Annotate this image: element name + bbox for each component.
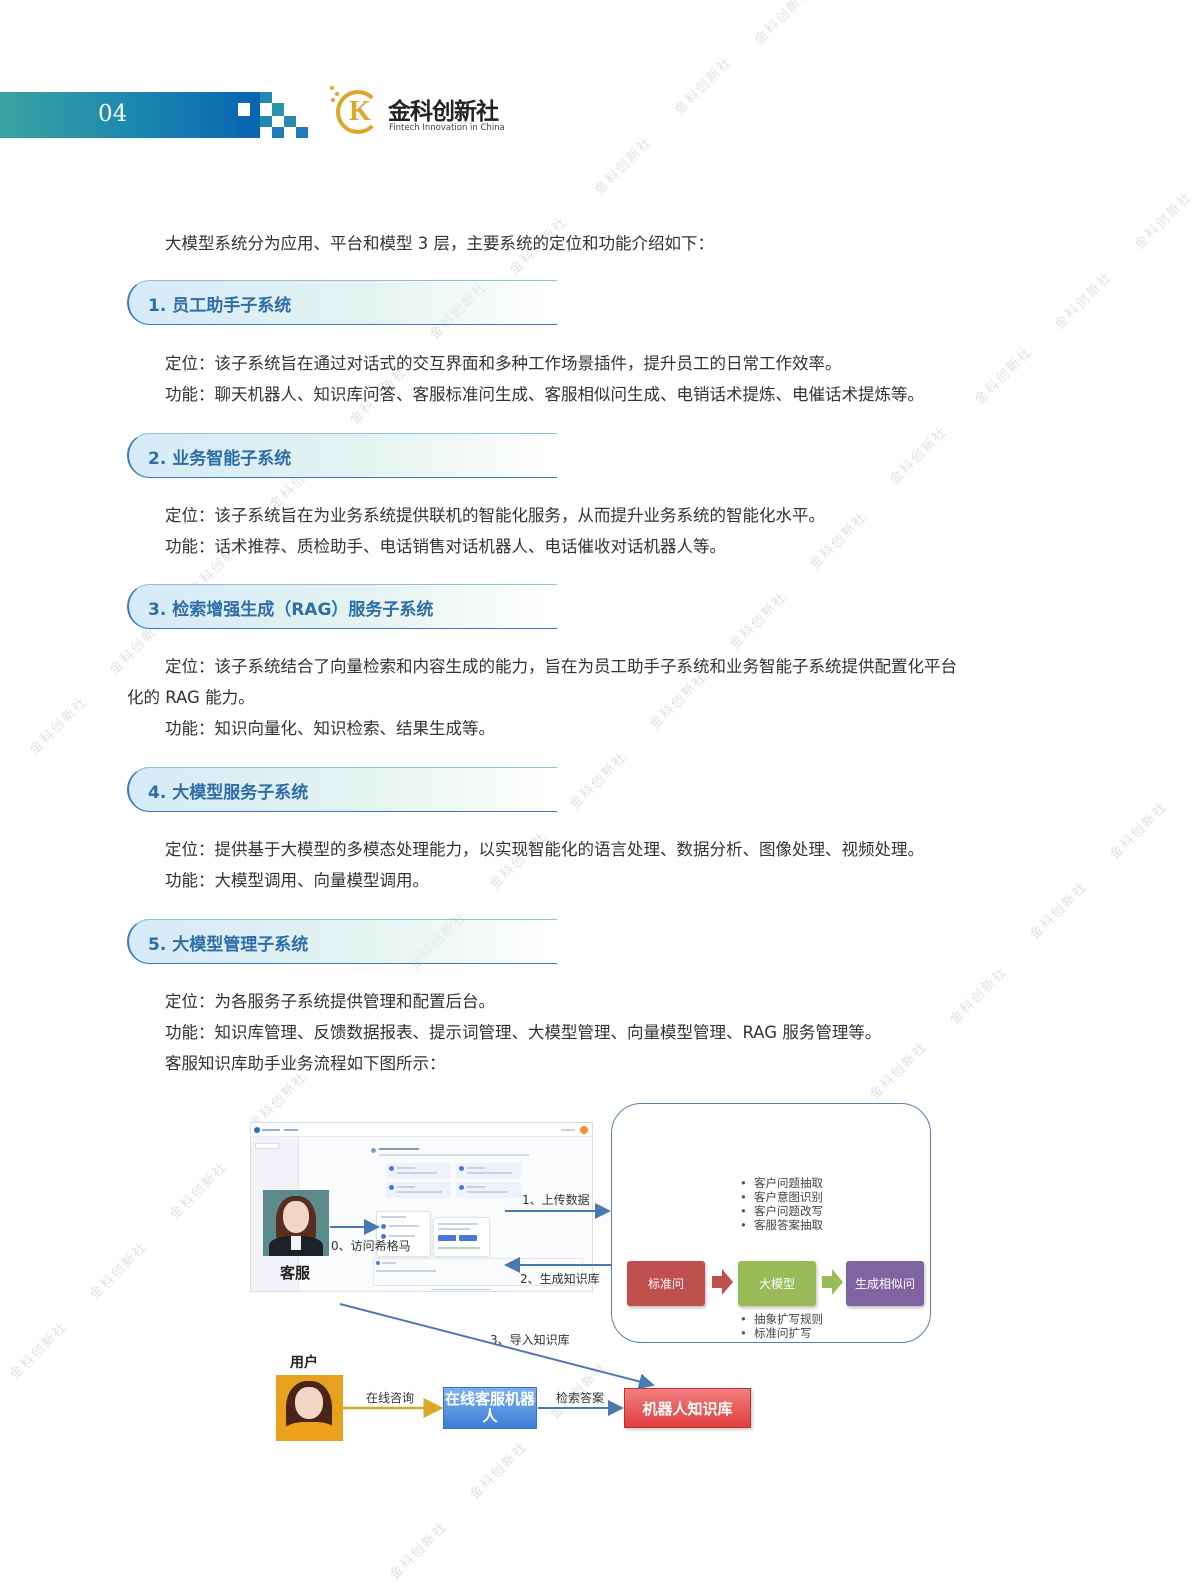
logo-subtitle: Fintech Innovation in China [389,123,505,133]
flow-box-llm: 大模型 [738,1261,816,1306]
logo-ring-icon [336,90,380,134]
online-consult-label: 在线咨询 [366,1391,415,1405]
section-header-3: 3. 检索增强生成（RAG）服务子系统 [127,584,557,629]
agent-label: 客服 [280,1264,311,1282]
bullet-item: 客户意图识别 [740,1190,823,1204]
online-bot-box: 在线客服机器人 [443,1387,537,1429]
watermark: 金科创新社 [167,1159,231,1223]
watermark: 金科创新社 [887,424,951,488]
section-5-functions: 功能：知识库管理、反馈数据报表、提示词管理、大模型管理、向量模型管理、RAG 服… [165,1023,882,1042]
diagram-caption: 客服知识库助手业务流程如下图所示： [165,1054,446,1073]
top-bullet-list: 客户问题抽取 客户意图识别 客户问题改写 客服答案抽取 [740,1176,823,1232]
bullet-item: 客服答案抽取 [740,1218,823,1232]
user-photo [276,1375,343,1441]
agent-photo [263,1190,329,1256]
watermark: 金科创新社 [567,749,631,813]
section-title: 5. 大模型管理子系统 [148,935,309,955]
watermark: 金科创新社 [467,1439,531,1503]
section-4-positioning: 定位：提供基于大模型的多模态处理能力，以实现智能化的语言处理、数据分析、图像处理… [165,840,924,859]
watermark: 金科创新社 [752,0,816,48]
watermark: 金科创新社 [1052,269,1116,333]
flow-box-generate-similar: 生成相似问 [846,1261,924,1306]
section-title: 1. 员工助手子系统 [148,296,292,316]
watermark: 金科创新社 [672,54,736,118]
watermark: 金科创新社 [592,134,656,198]
bullet-item: 客户问题抽取 [740,1176,823,1190]
section-4-functions: 功能：大模型调用、向量模型调用。 [165,871,429,890]
watermark: 金科创新社 [87,1239,151,1303]
logo: K 金科创新社 Fintech Innovation in China [328,84,518,142]
section-5-positioning: 定位：为各服务子系统提供管理和配置后台。 [165,992,495,1011]
app-topbar [251,1123,592,1137]
page-number: 04 [98,101,128,127]
step-2-label: 2、生成知识库 [520,1272,600,1286]
watermark: 金科创新社 [1107,799,1171,863]
user-label: 用户 [290,1355,318,1371]
step-3-label: 3、导入知识库 [490,1333,570,1347]
section-1-functions: 功能：聊天机器人、知识库问答、客服标准问生成、客服相似问生成、电销话术提炼、电催… [165,385,924,404]
step-0-label: 0、访问希格马 [331,1239,411,1253]
section-2-functions: 功能：话术推荐、质检助手、电话销售对话机器人、电话催收对话机器人等。 [165,537,726,556]
watermark: 金科创新社 [1132,189,1196,253]
section-title: 2. 业务智能子系统 [148,449,292,469]
watermark: 金科创新社 [7,1319,71,1383]
logo-title: 金科创新社 [388,99,499,125]
section-3-positioning-cont: 化的 RAG 能力。 [127,688,255,707]
section-title: 3. 检索增强生成（RAG）服务子系统 [148,600,434,620]
bottom-bullet-list: 抽象扩写规则 标准问扩写 [740,1312,823,1340]
logo-letter: K [349,96,371,127]
section-header-5: 5. 大模型管理子系统 [127,919,557,964]
intro-paragraph: 大模型系统分为应用、平台和模型 3 层，主要系统的定位和功能介绍如下： [165,234,714,253]
watermark: 金科创新社 [1027,879,1091,943]
section-title: 4. 大模型服务子系统 [148,783,309,803]
user-avatar-icon [580,1126,588,1134]
section-header-2: 2. 业务智能子系统 [127,433,557,478]
watermark: 金科创新社 [947,964,1011,1028]
section-1-positioning: 定位：该子系统旨在通过对话式的交互界面和多种工作场景插件，提升员工的日常工作效率… [165,354,842,373]
section-3-positioning: 定位：该子系统结合了向量检索和内容生成的能力，旨在为员工助手子系统和业务智能子系… [165,657,957,676]
retrieve-answer-label: 检索答案 [556,1391,605,1405]
section-header-1: 1. 员工助手子系统 [127,280,557,325]
bullet-item: 标准问扩写 [740,1326,823,1340]
section-header-4: 4. 大模型服务子系统 [127,767,557,812]
flow-box-standard-question: 标准问 [627,1261,705,1306]
header-band [0,92,253,138]
step-1-label: 1、上传数据 [522,1193,590,1207]
watermark: 金科创新社 [972,344,1036,408]
section-2-positioning: 定位：该子系统旨在为业务系统提供联机的智能化服务，从而提升业务系统的智能化水平。 [165,506,825,525]
watermark: 金科创新社 [727,589,791,653]
watermark: 金科创新社 [387,1519,451,1582]
section-3-functions: 功能：知识向量化、知识检索、结果生成等。 [165,719,495,738]
bullet-item: 抽象扩写规则 [740,1312,823,1326]
watermark: 金科创新社 [27,694,91,758]
bullet-item: 客户问题改写 [740,1204,823,1218]
bot-knowledge-base-box: 机器人知识库 [624,1388,751,1428]
